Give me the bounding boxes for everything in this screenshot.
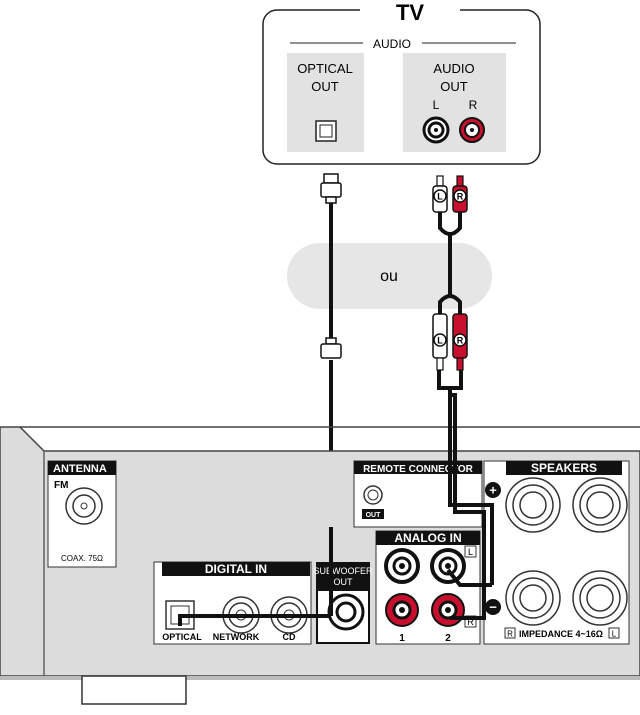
analog-r-label: R [467,617,474,627]
optical-out-label-2: OUT [311,79,339,94]
tv-left-label: L [433,98,440,112]
cable-overlay [178,395,494,626]
audio-out-panel [403,53,506,152]
digital-in-label: DIGITAL IN [205,562,267,576]
minus-label: − [489,600,497,615]
analog-1-label: 1 [399,633,405,644]
receiver-foot [81,675,187,705]
plug-letter-r-2: R [457,336,464,346]
speakers-section: SPEAKERS + − R IMPEDANCE 4~16Ω L [483,460,630,645]
tv-rca-right-jack [459,117,485,143]
audio-out-label-2: OUT [440,79,468,94]
optical-plug-bottom [320,337,342,359]
subwoofer-section: SUBWOOFER OUT [313,562,373,644]
analog-l-label: L [468,547,473,557]
antenna-label: ANTENNA [53,463,107,475]
tv-optical-jack [315,120,337,142]
subwoofer-label: SUBWOOFER [313,566,373,576]
audio-group-label: AUDIO [373,37,411,51]
speakers-label: SPEAKERS [531,461,597,475]
plus-label: + [489,483,497,498]
remote-connector-section: REMOTE CONNECTOR OUT [353,460,483,528]
network-label: NETWORK [213,632,260,642]
or-text: ou [380,268,398,285]
tv-rca-left-jack [422,116,450,144]
cd-label: CD [283,632,296,642]
plug-letter-r: R [457,192,464,202]
rca-plug-top-right: R [452,175,468,213]
optical-in-label: OPTICAL [162,632,202,642]
coax-label: COAX. 75Ω [61,554,103,563]
tv-right-label: R [469,98,478,112]
analog-in-section: ANALOG IN L R 1 2 [375,530,481,645]
tv-panel: TV AUDIO OPTICAL OUT AUDIO OUT L R [262,0,541,165]
audio-out-label: AUDIO [433,61,474,76]
antenna-section: ANTENNA FM COAX. 75Ω [47,460,117,568]
digital-in-section: DIGITAL IN OPTICAL NETWORK CD [153,561,312,645]
analog-in-label: ANALOG IN [394,531,461,545]
optical-plug-top [320,173,342,204]
plug-letter-l-2: L [437,336,443,346]
impedance-label: IMPEDANCE 4~16Ω [519,629,603,639]
remote-connector-label: REMOTE CONNECTOR [363,464,474,475]
analog-2-label: 2 [445,633,451,644]
rca-plug-bottom-left: L [432,313,448,371]
remote-out-label: OUT [366,512,382,519]
plug-letter-l: L [437,192,443,202]
imp-r-label: R [507,630,513,639]
subwoofer-out-label: OUT [334,577,354,587]
or-separator [287,243,492,309]
rca-plug-bottom-right: R [452,313,468,371]
fm-label: FM [54,480,68,491]
imp-l-label: L [612,630,617,639]
rca-plug-top-left: L [432,175,448,213]
tv-title: TV [396,0,424,25]
optical-out-label: OPTICAL [297,61,353,76]
